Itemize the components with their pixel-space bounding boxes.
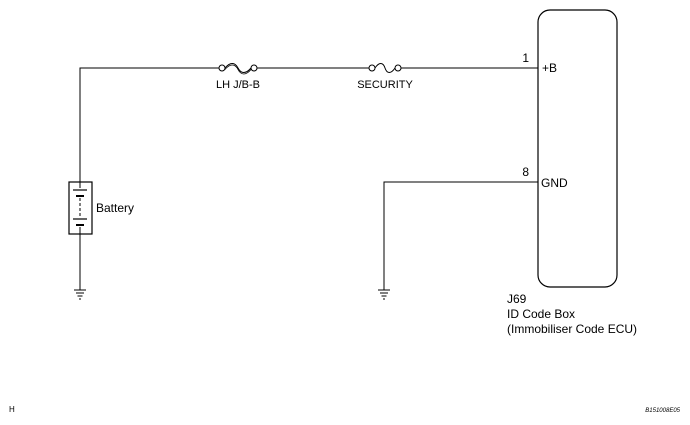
ground-icon bbox=[74, 289, 86, 300]
ecu-box bbox=[537, 9, 618, 288]
battery-symbol bbox=[68, 181, 93, 235]
ecu-connector-id: J69 bbox=[507, 292, 527, 306]
footer-left-mark: H bbox=[9, 405, 15, 414]
ecu-name: ID Code Box bbox=[507, 307, 575, 321]
ground-icon bbox=[378, 289, 390, 300]
power-wire bbox=[79, 67, 538, 182]
fuse-lh-jb-b-label: LH J/B-B bbox=[216, 79, 260, 91]
pin-1-number: 1 bbox=[522, 51, 529, 65]
gnd-wire bbox=[383, 181, 538, 290]
figure-code: B151008E05 bbox=[645, 408, 680, 414]
fuse-security bbox=[368, 63, 402, 73]
battery-label: Battery bbox=[96, 201, 134, 215]
fuse-lh-jb-b bbox=[218, 63, 258, 75]
pin-8-number: 8 bbox=[522, 165, 529, 179]
fuse-security-label: SECURITY bbox=[357, 79, 413, 91]
pin-1-name: +B bbox=[542, 61, 557, 75]
pin-8-name: GND bbox=[541, 176, 568, 190]
ecu-subtitle: (Immobiliser Code ECU) bbox=[507, 322, 637, 336]
